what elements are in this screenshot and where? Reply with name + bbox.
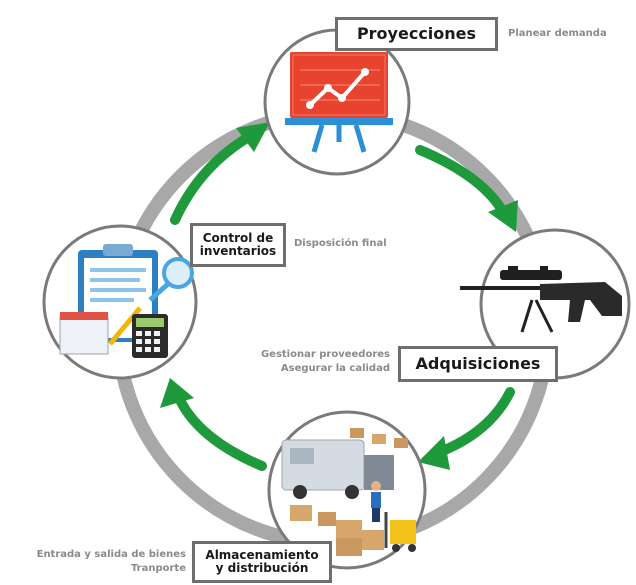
arrow-proyecciones-to-adquisiciones xyxy=(415,145,518,232)
note-adquisiciones: Gestionar proveedores Asegurar la calida… xyxy=(240,348,390,376)
gestionar-proveedores-text: Gestionar proveedores xyxy=(260,349,390,360)
planear-demanda-text: Planear demanda xyxy=(508,28,607,39)
stage-label-control: Control de inventarios xyxy=(190,223,286,267)
proyecciones-label: Proyecciones xyxy=(356,23,477,43)
control-label-line-2: inventarios xyxy=(199,244,277,258)
almacenamiento-label-line-1: Almacenamiento xyxy=(205,548,319,563)
stage-almacenamiento xyxy=(267,410,427,570)
stage-label-almacenamiento: Almacenamiento y distribución xyxy=(192,541,332,583)
stage-proyecciones xyxy=(263,28,411,176)
stage-label-proyecciones: Proyecciones xyxy=(335,17,498,51)
adquisiciones-label: Adquisiciones xyxy=(415,353,541,373)
warehouse-truck-icon xyxy=(281,428,416,556)
disposicion-final-text: Disposición final xyxy=(294,238,387,249)
stage-control xyxy=(42,224,198,380)
arrow-control-to-proyecciones xyxy=(170,122,270,225)
chart-easel-icon xyxy=(285,52,393,153)
almacenamiento-label-line-2: y distribución xyxy=(215,561,309,575)
entrada-salida-text: Entrada y salida de bienes xyxy=(36,549,186,560)
note-disposicion-final: Disposición final xyxy=(294,237,387,251)
clipboard-calculator-icon xyxy=(59,244,194,358)
arrow-almacenamiento-to-control xyxy=(160,378,267,471)
note-planear-demanda: Planear demanda xyxy=(508,27,607,41)
control-label-line-1: Control de xyxy=(202,231,274,246)
rifle-icon xyxy=(460,266,622,333)
stage-label-adquisiciones: Adquisiciones xyxy=(398,346,558,382)
asegurar-calidad-text: Asegurar la calidad xyxy=(280,363,390,374)
tranporte-text: Tranporte xyxy=(130,563,186,574)
arrow-adquisiciones-to-almacenamiento xyxy=(418,387,515,470)
stage-adquisiciones xyxy=(460,228,631,380)
note-almacenamiento: Entrada y salida de bienes Tranporte xyxy=(6,548,186,576)
